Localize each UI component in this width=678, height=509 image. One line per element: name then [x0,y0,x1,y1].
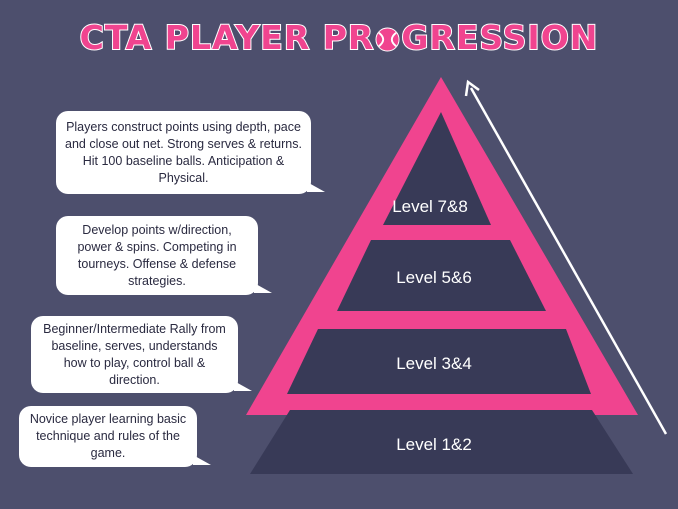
bubble-tail [193,455,211,465]
up-arrow-icon [464,79,668,435]
level-3-4-description-bubble: Beginner/Intermediate Rally from baselin… [31,316,252,393]
level-7-8-description: Players construct points using depth, pa… [65,119,302,185]
bubble-tail [307,182,325,192]
tier-level-7-8 [383,112,491,225]
level-1-2-label: Level 1&2 [396,435,472,454]
level-5-6-description-bubble: Develop points w/direction, power & spin… [56,216,272,295]
page-title: CTA PLAYER PR GRESSION [0,17,678,58]
level-3-4-description: Beginner/Intermediate Rally from baselin… [43,321,226,387]
title-text-start: CTA PLAYER PR [79,17,375,58]
tennis-ball-icon [375,27,400,52]
title-text-end: GRESSION [400,17,599,58]
tier-level-3-4 [287,329,591,394]
level-1-2-description-bubble: Novice player learning basic technique a… [19,406,211,467]
level-5-6-label: Level 5&6 [396,268,472,287]
level-1-2-description: Novice player learning basic technique a… [29,412,187,460]
bubble-tail [234,381,252,391]
level-7-8-label: Level 7&8 [392,197,468,216]
level-7-8-description-bubble: Players construct points using depth, pa… [56,111,325,194]
level-5-6-description: Develop points w/direction, power & spin… [77,222,237,288]
tier-level-1-2 [250,410,633,474]
level-3-4-label: Level 3&4 [396,354,472,373]
tier-level-5-6 [337,240,546,311]
bubble-tail [254,283,272,293]
